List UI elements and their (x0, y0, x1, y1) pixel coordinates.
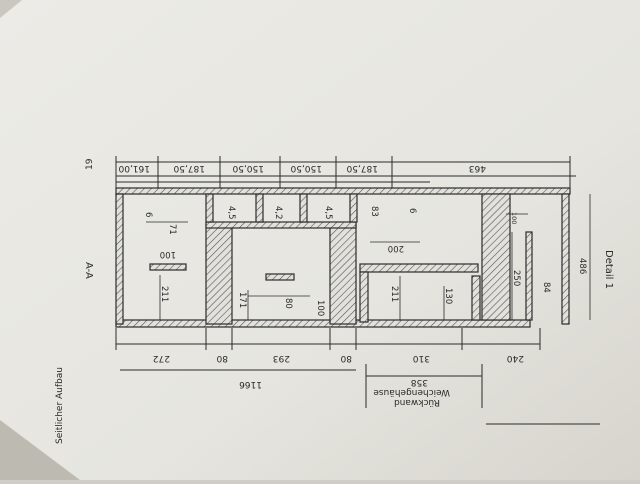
section-outline (115, 187, 571, 328)
dim-bottom-1: 272 (153, 353, 170, 363)
dim-inner-486: 486 (577, 258, 587, 274)
dim-inner-250: 250 (511, 270, 521, 286)
divider-2 (255, 193, 264, 223)
crossover-value: 358 (411, 377, 428, 387)
chamber-wall-1 (205, 223, 233, 325)
dimension-chain-top (115, 156, 576, 190)
right-panel (561, 193, 570, 325)
dim-inner-100a: 100 (160, 249, 176, 259)
rear-wall-label: Rückwand (394, 397, 440, 407)
dim-top-4: 150,50 (290, 163, 322, 173)
divider-4 (349, 193, 358, 223)
dim-inner-45a: 4,5 (226, 206, 236, 220)
dim-top-3: 150,50 (232, 163, 264, 173)
dim-top-2: 187,50 (173, 163, 205, 173)
inner-plate (525, 231, 533, 321)
dim-inner-211b: 211 (389, 286, 399, 302)
labels: A-A Detail 1 Seitlicher Aufbau Rückwand … (55, 250, 614, 444)
rib (359, 271, 369, 323)
dim-19: 19 (85, 158, 95, 170)
dim-inner-6b: 6 (407, 208, 417, 213)
dim-top-1: 161,00 (118, 163, 150, 173)
divider-3 (299, 193, 308, 223)
dim-inner-71: 71 (167, 224, 177, 235)
dim-inner-100c: 100 (510, 212, 518, 224)
dim-bottom-2: 80 (216, 353, 228, 363)
dim-inner-80: 80 (283, 298, 293, 309)
small-post (471, 275, 481, 321)
tall-post (481, 193, 511, 321)
section-label: A-A (83, 262, 94, 279)
inner-dim-labels: 6 4,5 4,2 4,5 83 6 71 100 211 171 80 100… (143, 206, 587, 316)
chamber-top (205, 221, 357, 229)
dim-bottom-6: 240 (507, 353, 524, 363)
detail-label: Detail 1 (603, 250, 614, 289)
dim-inner-211a: 211 (159, 286, 169, 302)
dim-bottom-3: 293 (273, 353, 290, 363)
dimension-chain-bottom (115, 328, 600, 425)
crossover-label: Weichengehäuse (373, 387, 450, 397)
shelf (359, 263, 479, 273)
dimension-labels-bottom: 272 80 293 80 310 240 1166 (153, 353, 524, 389)
paper-shadow (0, 420, 80, 480)
dim-bottom-4: 80 (340, 353, 352, 363)
top-panel (115, 187, 571, 195)
dim-top-6: 463 (469, 163, 486, 173)
port-bar-mid (265, 273, 295, 281)
dim-inner-45b: 4,5 (323, 206, 333, 220)
dim-total: 1166 (239, 379, 262, 389)
bottom-panel (115, 319, 531, 328)
dim-inner-83: 83 (369, 206, 379, 217)
dim-inner-42: 4,2 (273, 206, 283, 220)
dim-top-5: 187,50 (346, 163, 378, 173)
port-bar-left (149, 263, 187, 271)
divider-1 (205, 193, 214, 223)
dim-inner-130: 130 (443, 288, 453, 304)
dim-inner-84: 84 (541, 282, 551, 293)
dim-inner-6a: 6 (143, 212, 153, 217)
dim-inner-200: 200 (388, 243, 404, 253)
side-label: Seitlicher Aufbau (55, 367, 65, 444)
dim-inner-171: 171 (237, 292, 247, 308)
dim-inner-100b: 100 (315, 300, 325, 316)
chamber-wall-2 (329, 223, 357, 325)
dimension-labels-top: 161,00 187,50 150,50 150,50 187,50 463 1… (85, 158, 486, 173)
left-panel (115, 193, 124, 325)
page-corner (0, 0, 22, 18)
inner-dims (146, 194, 591, 320)
dim-bottom-5: 310 (413, 353, 430, 363)
